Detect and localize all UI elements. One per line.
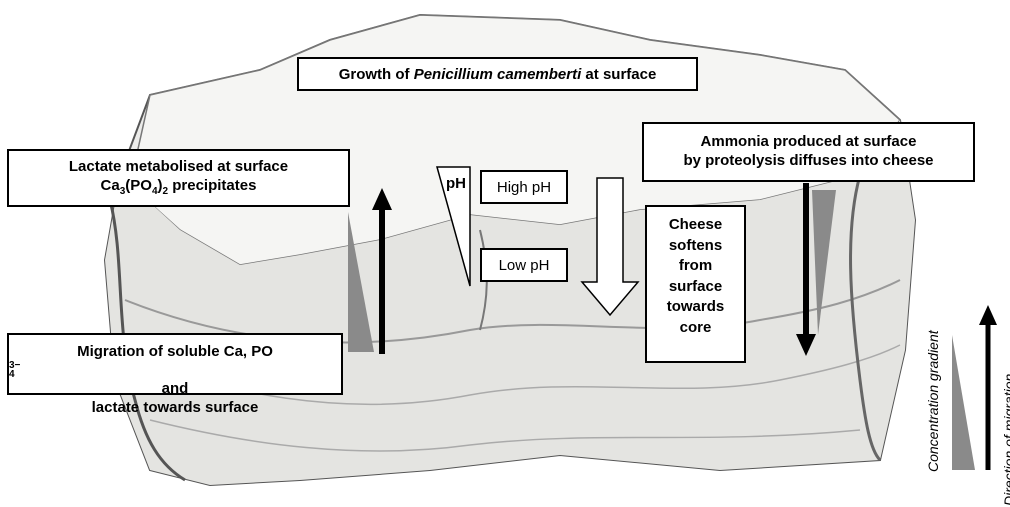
high-ph-box: High pH: [480, 170, 568, 204]
ammonia-line2: by proteolysis diffuses into cheese: [644, 151, 973, 170]
legend-direction-label: Direction of migration: [1001, 374, 1010, 506]
cheese-softens-box: Cheese softens from surface towards core: [645, 205, 746, 363]
lactate-line2: Ca3(PO4)2 precipitates: [9, 176, 348, 195]
lactate-box: Lactate metabolised at surface Ca3(PO4)2…: [7, 149, 350, 207]
migration-line1: Migration of soluble Ca, PO3−4 and: [9, 342, 341, 398]
legend-migration-arrow: [979, 305, 997, 470]
ammonia-box: Ammonia produced at surface by proteolys…: [642, 122, 975, 182]
title-box: Growth of Penicillium camemberti at surf…: [297, 57, 698, 91]
high-ph-label: High pH: [497, 179, 551, 196]
title-suffix: at surface: [581, 66, 656, 83]
ph-label: pH: [446, 175, 466, 192]
lactate-line1: Lactate metabolised at surface: [9, 157, 348, 176]
low-ph-label: Low pH: [499, 257, 550, 274]
legend-concentration-label: Concentration gradient: [925, 330, 941, 472]
title-prefix: Growth of: [339, 66, 414, 83]
migration-line2: lactate towards surface: [9, 398, 341, 417]
title-organism: Penicillium camemberti: [414, 66, 582, 83]
low-ph-box: Low pH: [480, 248, 568, 282]
legend-gradient-wedge: [952, 335, 975, 470]
ammonia-line1: Ammonia produced at surface: [644, 132, 973, 151]
migration-box: Migration of soluble Ca, PO3−4 and lacta…: [7, 333, 343, 395]
